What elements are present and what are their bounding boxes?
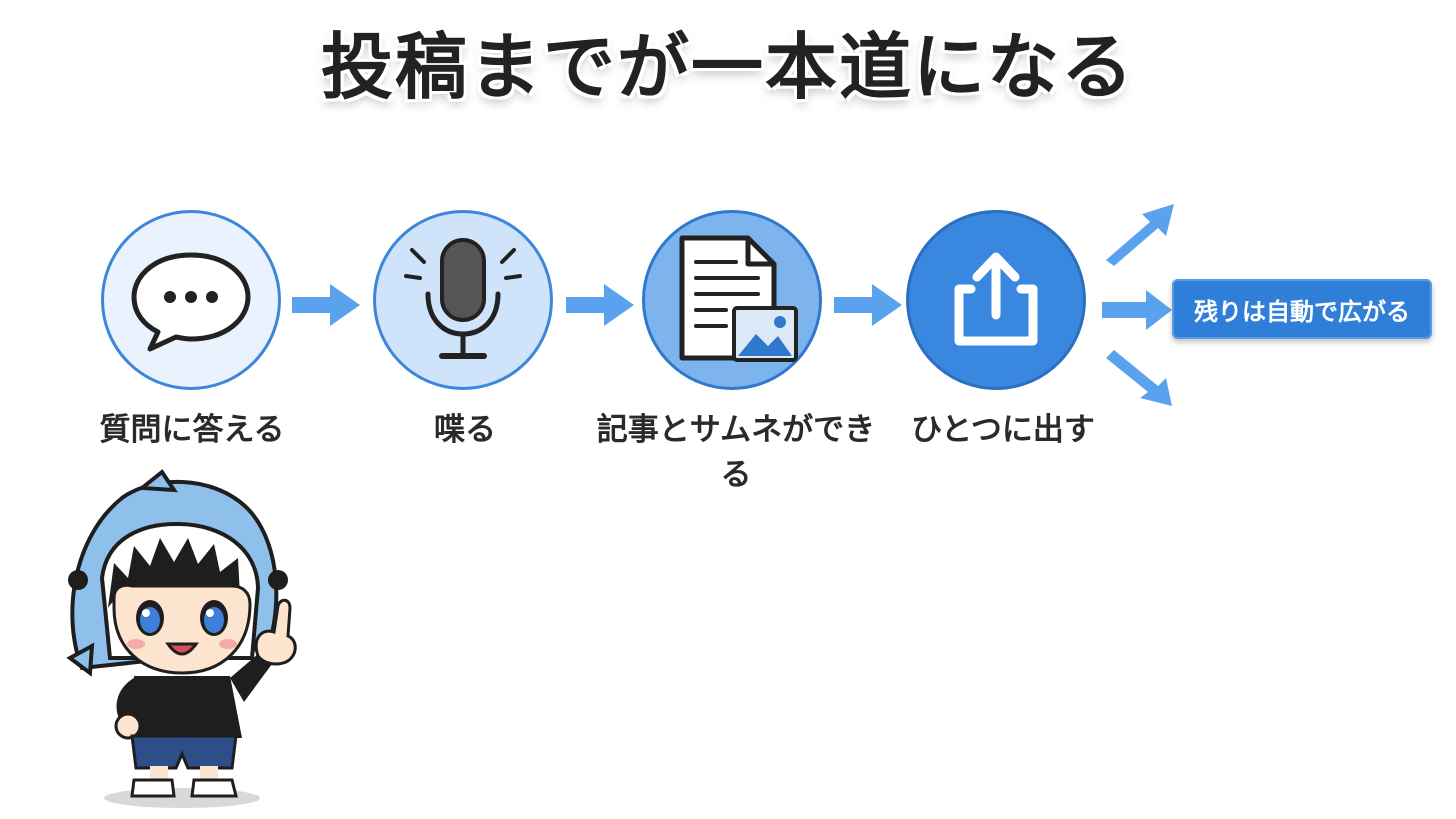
result-button[interactable]: 残りは自動で広がる <box>1172 279 1432 339</box>
step-label-article: 記事とサムネができる <box>596 412 876 493</box>
step-circle-speak <box>373 210 553 390</box>
step-label-publish: ひとつに出す <box>911 412 1095 448</box>
flow-arrow-1 <box>292 284 360 326</box>
document-image-icon <box>679 235 798 362</box>
step-label-speak: 喋る <box>434 412 496 448</box>
flow-arrow-2 <box>566 284 634 326</box>
spread-arrows <box>1102 204 1174 406</box>
upload-icon <box>954 252 1038 346</box>
spread-arrow-up <box>1106 204 1174 266</box>
step-circle-article <box>642 210 822 390</box>
microphone-icon <box>404 238 522 359</box>
step-label-answer: 質問に答える <box>99 412 285 448</box>
step-circle-publish <box>906 210 1086 390</box>
speech-bubble-icon <box>131 252 251 352</box>
spread-arrow-down <box>1106 350 1172 406</box>
step-circle-answer <box>101 210 281 390</box>
shark-mascot-illustration <box>66 469 297 808</box>
spread-arrow-right <box>1102 290 1172 330</box>
page-title: 投稿までが一本道になる <box>320 25 1135 109</box>
flow-arrow-3 <box>834 284 902 326</box>
